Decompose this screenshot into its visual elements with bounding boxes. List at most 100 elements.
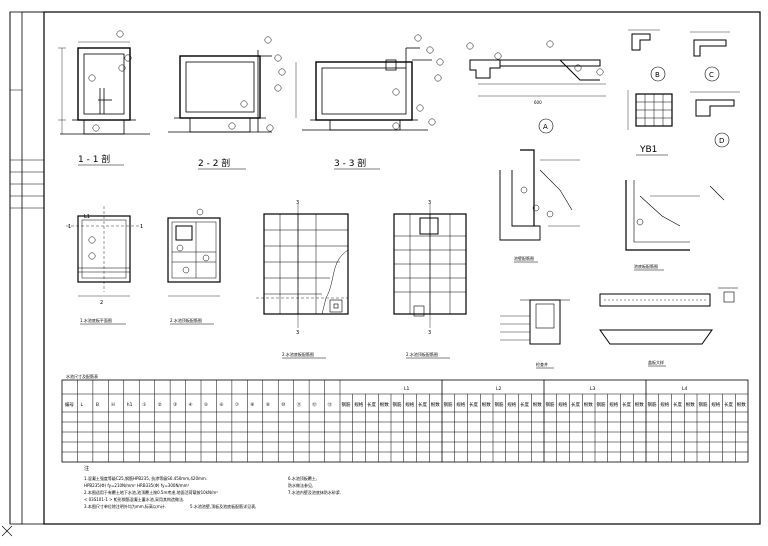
detail-a-label: A xyxy=(543,123,548,131)
table-subheader-cell: 钢筋 xyxy=(699,401,708,408)
detail-a-marker xyxy=(538,118,554,134)
section-2-2-title: 2 - 2 剖 xyxy=(198,157,230,169)
table-header-cell: ② xyxy=(158,402,162,408)
table-subheader-cell: 钢筋 xyxy=(444,401,453,408)
table-header-cell: ① xyxy=(142,402,146,408)
table-subheader-cell: 规格 xyxy=(558,401,567,408)
plan-4-axis-top: 3 xyxy=(428,200,431,206)
yb1-drawing xyxy=(627,90,673,130)
table-header-cell: ⑦ xyxy=(235,402,239,408)
table-subheader-cell: 长度 xyxy=(367,401,376,408)
detail-c-label: C xyxy=(709,71,714,79)
table-header-cell: ⑪ xyxy=(297,401,302,408)
wall-detail-drawing xyxy=(499,149,580,241)
table-subheader-cell: 钢筋 xyxy=(393,401,402,408)
table-subheader-cell: 规格 xyxy=(609,401,618,408)
plan-3-axis-bottom: 3 xyxy=(296,330,299,336)
table-subheader-cell: 钢筋 xyxy=(342,401,351,408)
table-header-cell: h1 xyxy=(127,402,133,408)
note-right2-1: 5.水池池壁,顶板及池底板配筋详见表, xyxy=(190,503,256,509)
detail-b-marker xyxy=(650,66,666,82)
table-subheader-cell: 钢筋 xyxy=(546,401,555,408)
table-subheader-cell: 根数 xyxy=(686,401,695,408)
table-group-l2: L2 xyxy=(496,386,502,392)
note-line-4: < 03S101-1 > 矩形钢筋混凝土蓄水池,采用其构造做法. xyxy=(84,496,184,502)
table-group-l1: L1 xyxy=(404,386,410,392)
table-header-cell: ⑬ xyxy=(328,401,333,408)
table-subheader-cell: 规格 xyxy=(456,401,465,408)
section-3-3-title: 3 - 3 剖 xyxy=(334,157,366,169)
detail-b-label: B xyxy=(655,71,660,79)
note-line-2: HPB235(Φ) fy=210N/mm² HRB335(Φ) fy=300N/… xyxy=(84,483,190,488)
slab-detail-drawing xyxy=(625,180,725,251)
table-header-cell: ⑨ xyxy=(266,402,270,408)
table-header-cell: L xyxy=(80,402,83,408)
table-subheader-cell: 钢筋 xyxy=(495,401,504,408)
plan-1-axis-right: 1 xyxy=(140,224,143,230)
section-1-1-title: 1 - 1 剖 xyxy=(78,153,110,165)
note-right-1: 6.水池顶板覆土, xyxy=(288,475,317,481)
table-subheader-cell: 根数 xyxy=(431,401,440,408)
table-subheader-cell: 根数 xyxy=(737,401,746,408)
table-header-cell: 编号 xyxy=(65,401,74,408)
table-subheader-cell: 钢筋 xyxy=(648,401,657,408)
table-subheader-cell: 根数 xyxy=(533,401,542,408)
note-line-1: 1.混凝土强度等级C25,钢筋HPB235, 抗渗等级S6.450mm,420m… xyxy=(84,475,207,481)
plan-3-drawing xyxy=(256,204,349,328)
plan-1-l1: L1 xyxy=(84,214,90,220)
table-subheader-cell: 长度 xyxy=(724,401,733,408)
table-header-cell: ⑥ xyxy=(219,402,223,408)
table-subheader-cell: 钢筋 xyxy=(597,401,606,408)
plan-1-axis-left: 1 xyxy=(68,224,71,230)
table-subheader-cell: 长度 xyxy=(622,401,631,408)
plan-1-drawing xyxy=(66,206,142,297)
detail-d-marker xyxy=(714,132,730,148)
detail-c-marker xyxy=(704,66,720,82)
manhole-title: 检查井 xyxy=(536,361,548,367)
table-header-cell: ③ xyxy=(173,402,177,408)
manhole-drawing xyxy=(500,299,570,345)
table-subheader-cell: 长度 xyxy=(469,401,478,408)
table-subheader-cell: 根数 xyxy=(482,401,491,408)
detail-c-drawing xyxy=(690,31,730,57)
detail-d-drawing xyxy=(690,91,740,117)
table-subheader-cell: 规格 xyxy=(354,401,363,408)
table-subheader-cell: 规格 xyxy=(405,401,414,408)
notes-heading: 注 xyxy=(84,465,89,472)
table-subheader-cell: 长度 xyxy=(418,401,427,408)
detail-b-drawing xyxy=(628,29,660,51)
note-right-2: 防水做法参见, xyxy=(288,482,313,488)
table-header-cell: ⑩ xyxy=(281,402,285,408)
cover-detail-drawing xyxy=(599,287,738,345)
section-2-2-drawing xyxy=(168,36,297,133)
plan-2-title: 2.水池顶板配筋图 xyxy=(170,317,202,323)
table-header-cell: ⑫ xyxy=(312,401,317,408)
plan-1-axis-bottom: 2 xyxy=(100,300,103,306)
note-line-5: 3.本图尺寸单位除注明外均为mm,标高以m计. xyxy=(84,503,166,509)
schedule-table xyxy=(61,379,749,463)
wall-detail-title: 池壁配筋图 xyxy=(514,255,534,261)
note-right-3: 7.水池内壁及池底抹防水砂浆. xyxy=(288,489,341,495)
detail-d-label: D xyxy=(719,137,724,145)
yb1-title: YB1 xyxy=(639,145,657,155)
section-3-3-drawing xyxy=(302,34,444,131)
section-1-1-drawing xyxy=(58,30,150,135)
table-header-cell: B xyxy=(96,402,99,408)
plan-2-drawing xyxy=(167,208,221,297)
plan-3-axis-top: 3 xyxy=(296,200,299,206)
inner-frame xyxy=(43,11,761,525)
table-group-l4: L4 xyxy=(682,386,688,392)
table-subheader-cell: 根数 xyxy=(584,401,593,408)
binding-strip xyxy=(10,11,44,209)
table-group-l3: L3 xyxy=(590,386,596,392)
plan-4-title: 2.水池顶板配筋图 xyxy=(406,351,438,357)
detail-a-dim-600: 600 xyxy=(534,100,542,105)
table-header-cell: ④ xyxy=(189,402,193,408)
detail-a-drawing xyxy=(466,40,606,97)
slab-detail-title: 池底板配筋图 xyxy=(634,263,658,269)
table-subheader-cell: 根数 xyxy=(635,401,644,408)
corner-mark xyxy=(1,525,13,537)
plan-1-title: 1.水池底板平面图 xyxy=(80,317,112,323)
